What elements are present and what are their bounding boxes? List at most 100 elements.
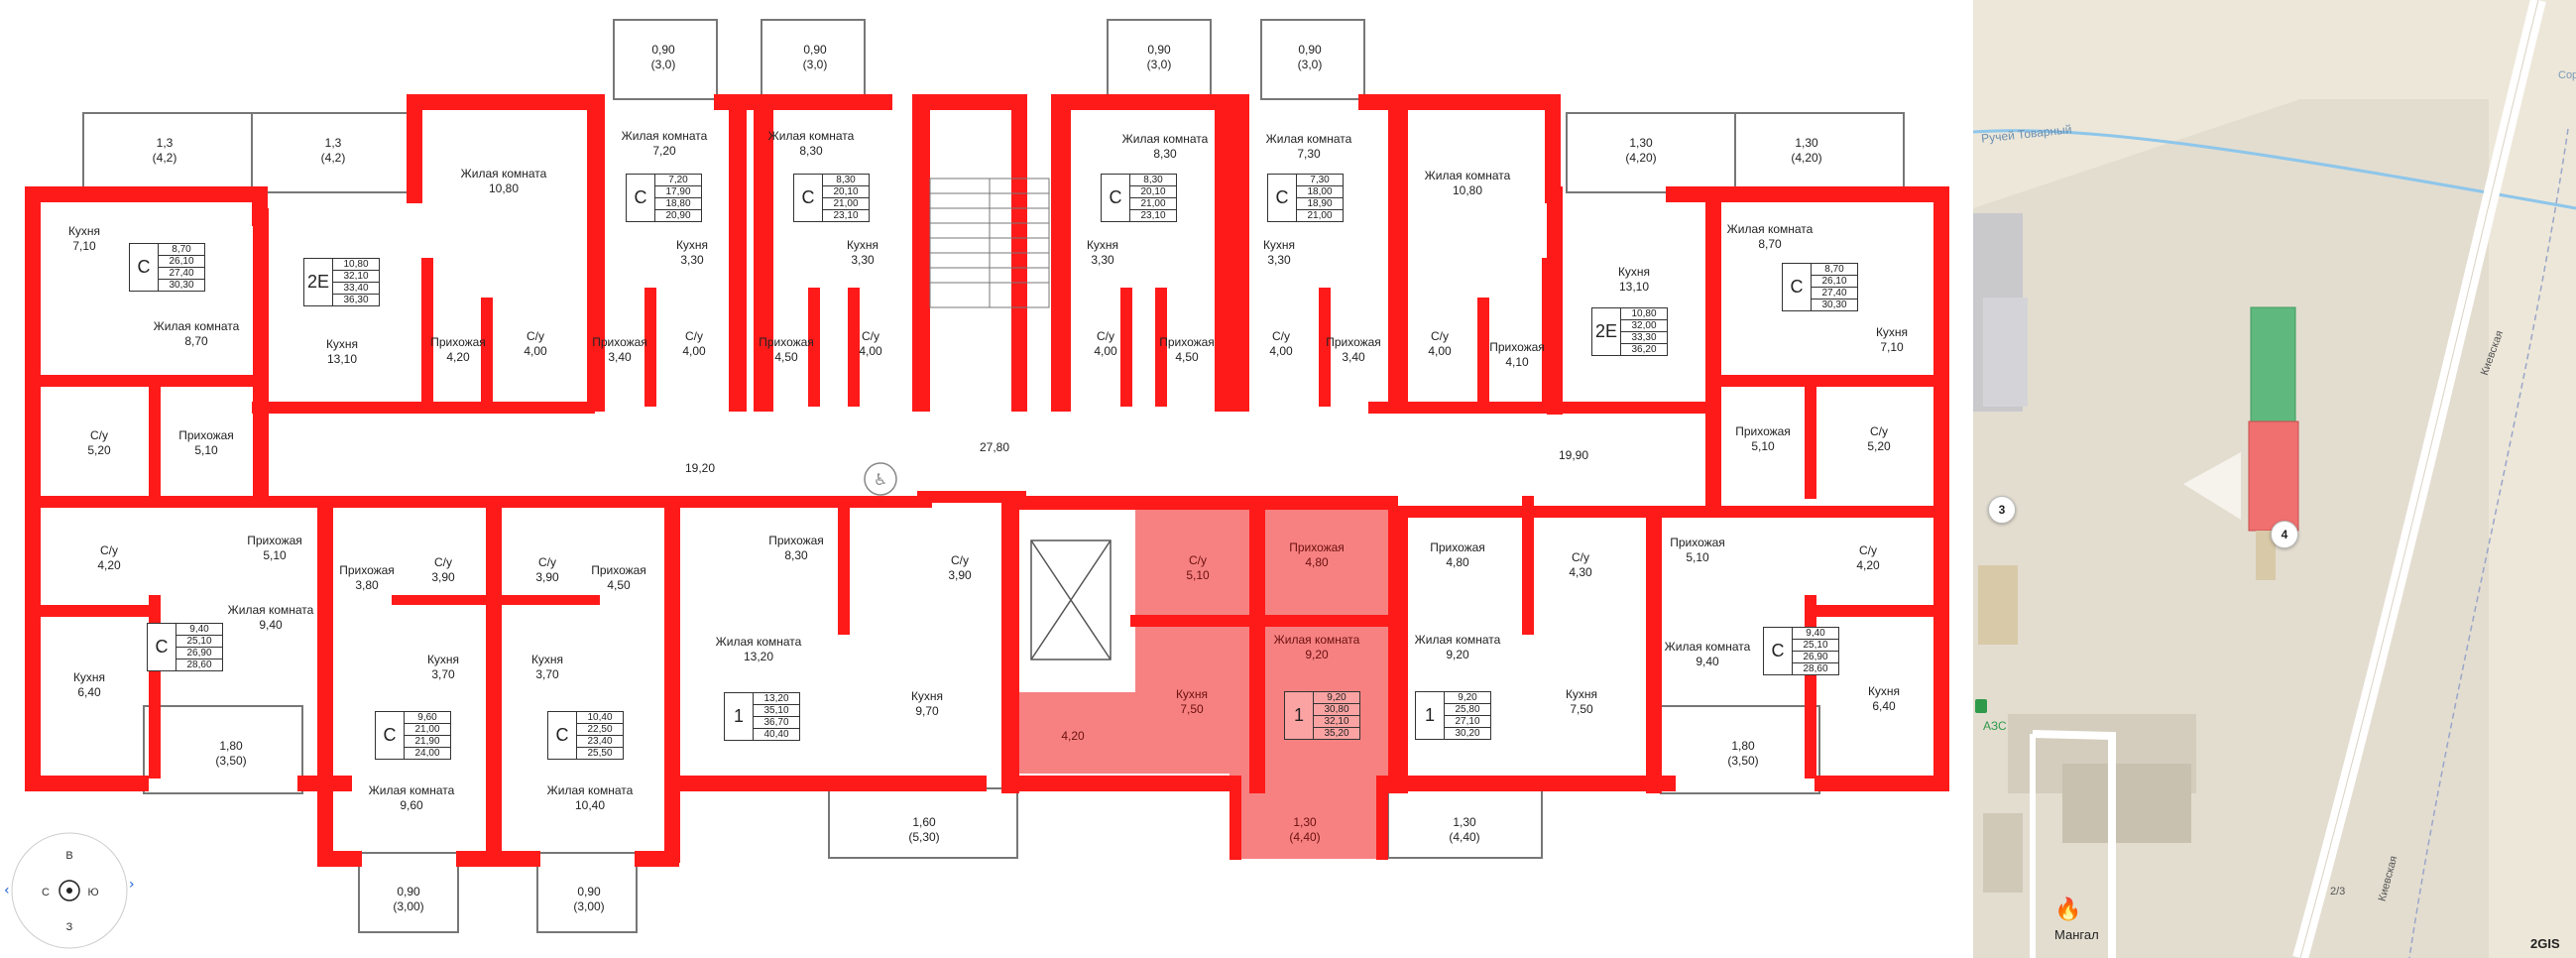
balcony-label: 0,90(3,00) [393,885,424,913]
corridor-area: 27,80 [979,440,1010,454]
balcony-label: 0,90(3,0) [1297,43,1323,71]
balcony-label: 0,90(3,0) [1146,43,1172,71]
compass-north: С [42,887,50,898]
brand-logo[interactable]: 2GIS [2530,936,2560,951]
stair [929,178,1050,308]
svg-text:♿: ♿ [874,470,887,489]
compass-east: В [65,850,72,862]
balcony-label: 0,90(3,0) [802,43,828,71]
balcony-label: 1,80(3,50) [1727,739,1759,768]
compass-west: З [66,921,73,933]
rotate-right-icon[interactable]: › [129,877,135,893]
compass-south: Ю [87,887,98,898]
map-pin-4[interactable]: 4 [2271,521,2298,548]
balcony-label: 0,90(3,0) [650,43,676,71]
balcony-label: 1,60(5,30) [908,815,940,844]
corner-label: Сор [2558,69,2576,81]
balcony-label: 1,30(4,40) [1449,815,1480,844]
accessibility-icon: ♿ [864,462,897,496]
balcony-label: 1,3(4,2) [152,136,177,165]
balcony-label: 1,30(4,20) [1625,136,1657,165]
balcony-label: 1,30(4,20) [1791,136,1822,165]
map-pin-3[interactable]: 3 [1988,496,2016,524]
location-map[interactable]: Ручей Товарный Киевская Киевская АЗС 🔥 М… [1973,0,2576,958]
gas-icon [1975,699,1987,713]
rotate-left-icon[interactable]: ‹ [4,883,10,898]
corridor-area: 19,90 [1558,448,1589,462]
balcony-label: 1,80(3,50) [215,739,247,768]
gas-label: АЗС [1983,719,2007,733]
poi-label[interactable]: Мангал [2054,927,2099,942]
map-drawing [1973,0,2576,958]
house-number: 2/3 [2330,886,2346,898]
balcony-label: 0,90(3,00) [573,885,605,913]
fire-icon: 🔥 [2054,898,2082,922]
corridor-area: 4,20 [1061,729,1085,743]
